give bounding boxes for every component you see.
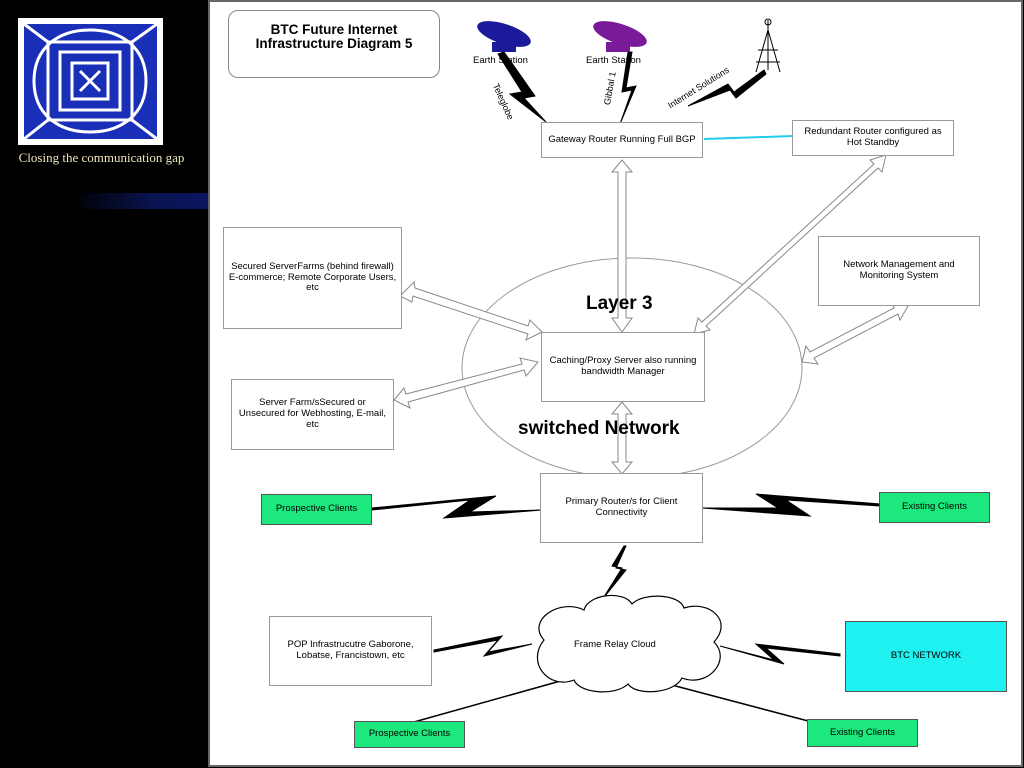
pop-infrastructure-node: POP Infrastrucutre Gaborone, Lobatse, Fr…	[269, 616, 432, 686]
diagram-canvas: BTC Future Internet Infrastructure Diagr…	[208, 0, 1024, 768]
prospective-clients-node: Prospective Clients	[354, 721, 465, 748]
prospective-clients-node: Prospective Clients	[261, 494, 372, 525]
redundant-router-node: Redundant Router configured as Hot Stand…	[792, 120, 954, 156]
existing-clients-node: Existing Clients	[879, 492, 990, 523]
btc-logo	[18, 18, 163, 145]
decorative-bar	[70, 193, 210, 209]
server-farm-node: Server Farm/sSecured or Unsecured for We…	[231, 379, 394, 450]
tagline: Closing the communication gap	[18, 150, 185, 165]
layer-label: Layer 3	[586, 293, 653, 314]
secured-serverfarms-node: Secured ServerFarms (behind firewall) E-…	[223, 227, 402, 329]
diagram-title: BTC Future Internet Infrastructure Diagr…	[228, 10, 440, 78]
frame-relay-cloud-label: Frame Relay Cloud	[574, 639, 656, 650]
network-label: switched Network	[518, 418, 680, 439]
satellite-dish-icon	[477, 21, 531, 52]
earth-station-label: Earth Station	[586, 55, 641, 66]
antenna-tower-icon	[755, 18, 781, 73]
existing-clients-node: Existing Clients	[807, 719, 918, 747]
btc-network-node: BTC NETWORK	[845, 621, 1007, 692]
satellite-dish-icon	[593, 21, 647, 52]
caching-proxy-node: Caching/Proxy Server also running bandwi…	[541, 332, 705, 402]
network-management-node: Network Management and Monitoring System	[818, 236, 980, 306]
gateway-router-node: Gateway Router Running Full BGP	[541, 122, 703, 158]
earth-station-label: Earth Station	[473, 55, 528, 66]
primary-router-node: Primary Router/s for Client Connectivity	[540, 473, 703, 543]
